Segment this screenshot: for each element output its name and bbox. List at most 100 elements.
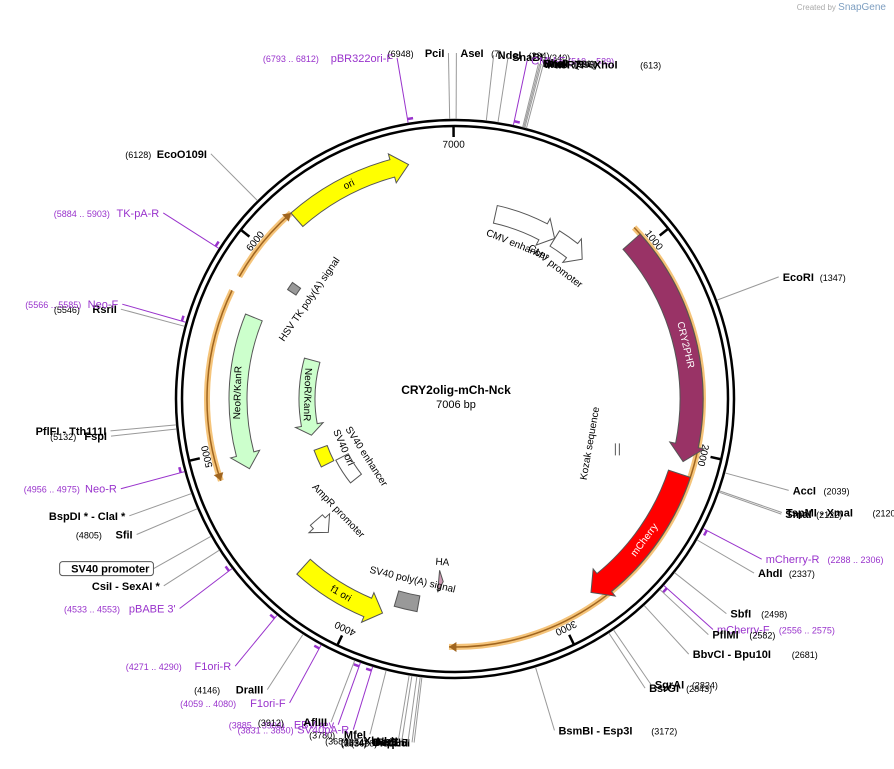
plasmid-length: 7006 bp [436,399,476,411]
tick-5000 [189,457,201,462]
site-f1ori-r: F1ori-R(4271 .. 4290) [126,661,231,673]
feature-label-ori: ori [342,177,357,192]
site-name-pflfi: PflFI - Tth111I [36,426,107,438]
site-leader-53 [396,57,409,124]
tick-6000 [240,229,251,238]
site-nhei: NheI (591) [543,58,595,70]
site-leader-5 [522,63,540,128]
site-pos-nhei: (591) [573,59,594,69]
site-leader-24 [535,667,555,731]
site-draiii: DraIII(4146) [194,685,263,697]
credit-prefix: Created by [796,3,836,12]
site-leader-26 [413,676,423,743]
feature-label-ha: HA [435,557,450,569]
site-f1ori-f: F1ori-F (4059 .. 4080) [180,698,286,710]
site-pos-bspei: (3654) [341,738,367,748]
site-fspi: FspI (5132) [50,431,107,443]
site-ebv-rev: EBV-rev(3885 .. 3904) [229,720,335,732]
site-pos-ahdi: (2337) [789,569,815,579]
site-pos-pcii: (6948) [388,49,414,59]
site-pos-mfei: (3780) [309,730,335,740]
site-pos-ndei: (234) [528,51,549,61]
internal-label-kozak-sequence: Kozak sequence [579,406,603,481]
site-leader-52 [210,153,258,201]
site-name-fspi: FspI [84,431,107,443]
site-leader-14 [718,491,782,515]
site-leader-12 [719,490,783,513]
site-name-afei: AfeI [545,59,566,71]
site-name-acci: AccI [793,485,816,497]
site-name-sv40pa-r: SV40pA-R [297,725,349,737]
site-xbai: XbaI *(3684) [325,735,395,747]
site-pos-afei: (596) [576,60,597,70]
feature-cmv-enhancer [492,204,556,246]
feature-label-hsv-tk-poly-a-signal: HSV TK poly(A) signal [277,256,342,344]
site-leader-37 [234,614,278,667]
site-leader-4 [512,60,528,126]
site-pos-bmti: (595) [575,60,596,70]
site-leader-39 [163,549,220,587]
site-name-sbfi: SbfI [730,609,751,621]
site-leader-32 [352,666,374,730]
site-tspmi: TspMI - XmaI(2120) [786,507,894,519]
site-leader-10 [716,276,779,301]
site-pos-acci: (2039) [824,486,850,496]
site-pos-bbvci: (2681) [792,650,818,660]
feature-sv40-ori [313,444,335,468]
site-ahdi: AhdI (2337) [758,568,815,580]
site-name-sgrai: SgrAI [655,679,684,691]
site-tk-pa-r: TK-pA-R(5884 .. 5903) [54,208,160,220]
site-name-draiii: DraIII [236,685,264,697]
backbone-outer [174,118,736,680]
orf-line-1 [206,290,233,481]
site-pos-f1ori-f: (4059 .. 4080) [180,699,236,709]
feature-ha [437,570,444,593]
site-name-mcherry-r: mCherry-R [766,554,820,566]
snapgene-logo: SnapGene [838,2,886,13]
primer-mark-ebv-rev [353,663,360,668]
site-name-paer7i: PaeR7I - XhoI [547,59,617,71]
site-leader-47 [110,424,177,432]
site-pos-pflmi: (2582) [749,631,775,641]
site-name-afliii: AflIII [303,717,327,729]
primer-mark-tk-pa-r [214,240,220,247]
site-name-f1ori-f: F1ori-F [250,698,286,710]
site-leader-51 [162,212,220,249]
site-name-neo-r: Neo-R [85,484,117,496]
site-leader-20 [643,605,690,655]
site-leader-38 [179,568,233,609]
site-pos-ecori: (1347) [820,273,846,283]
site-name-bsmbi: BsmBI - Esp3I [558,725,632,737]
site-name-pcii: PciI [425,48,445,60]
primer-mark-cmv-f [513,120,521,124]
primer-mark-pbr322ori-f [407,116,414,121]
site-pbr322ori-f: pBR322ori-F(6793 .. 6812) [263,53,394,65]
site-name-ndei: NdeI [498,50,522,62]
site-bsrgi: BsrGI(2843) [649,683,712,695]
site-name-mfei: MfeI [344,729,366,741]
site-leader-15 [702,528,762,560]
feature-hsv-tk-poly-a-signal [286,281,302,296]
site-pos-sbfi: (2498) [761,610,787,620]
site-sbfi: SbfI (2498) [730,609,787,621]
tick-1000 [658,228,669,237]
site-name-ahdi: AhdI [758,568,782,580]
site-pbabe-3: pBABE 3'(4533 .. 4553) [64,604,176,616]
site-name-ecoo109i: EcoO109I [157,149,207,161]
orf-arrow-1 [213,472,224,481]
site-acc65i: Acc65I(3634) [341,738,410,750]
site-leader-42 [136,508,198,535]
tick-label-4000: 4000 [333,618,358,638]
site-leader-45 [120,471,185,490]
site-pos-noti: (3674) [341,737,367,747]
site-leader-22 [613,629,652,685]
feature-label-neor-kanr: NeoR/KanR [232,366,245,420]
site-leader-29 [401,675,413,741]
site-name-pflmi: PflMI [712,630,738,642]
credit: Created by SnapGene [797,2,886,13]
site-leader-7 [524,63,542,128]
primer-mark-neo-f [180,315,185,322]
site-name-nhei: NheI [543,58,567,70]
site-pos-fspi: (5132) [50,432,76,442]
orf-arrow-0 [448,641,457,652]
